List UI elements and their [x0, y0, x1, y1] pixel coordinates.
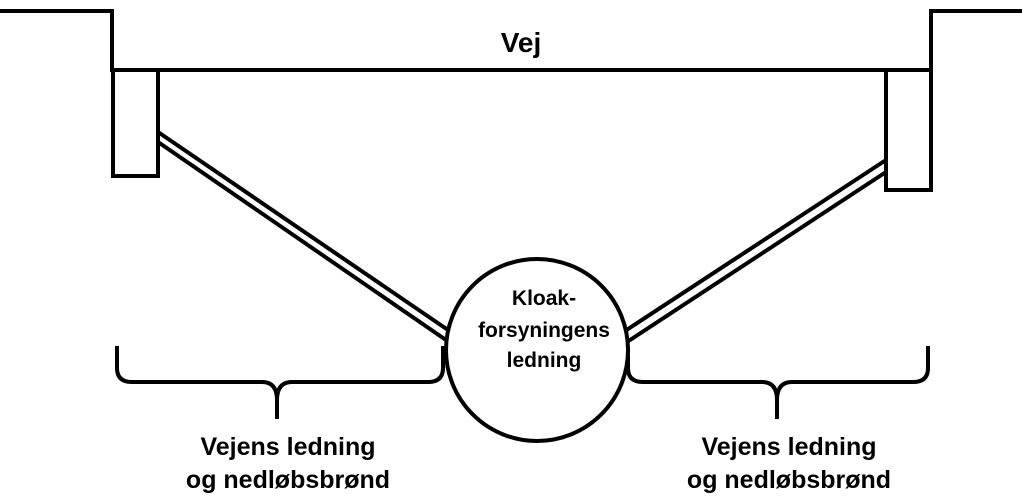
main-pipe-label-line1: Kloak-: [512, 287, 576, 310]
left-branch-label-line2: og nedløbsbrønd: [186, 466, 390, 494]
road-profile-line: [0, 9, 1022, 72]
right-brace: [626, 346, 930, 419]
main-pipe-label-line2: forsyningens: [478, 319, 610, 342]
left-brace: [115, 346, 445, 419]
main-pipe-label-line3: ledning: [507, 349, 582, 372]
right-road-pipe: [623, 158, 888, 344]
left-branch-label-line1: Vejens ledning: [200, 433, 375, 461]
left-road-pipe: [156, 130, 450, 342]
right-gully-pot: [884, 70, 933, 192]
right-branch-label-line1: Vejens ledning: [701, 433, 876, 461]
road-label: Vej: [501, 27, 541, 58]
right-branch-label-line2: og nedløbsbrønd: [687, 466, 891, 494]
left-gully-pot: [111, 70, 160, 178]
